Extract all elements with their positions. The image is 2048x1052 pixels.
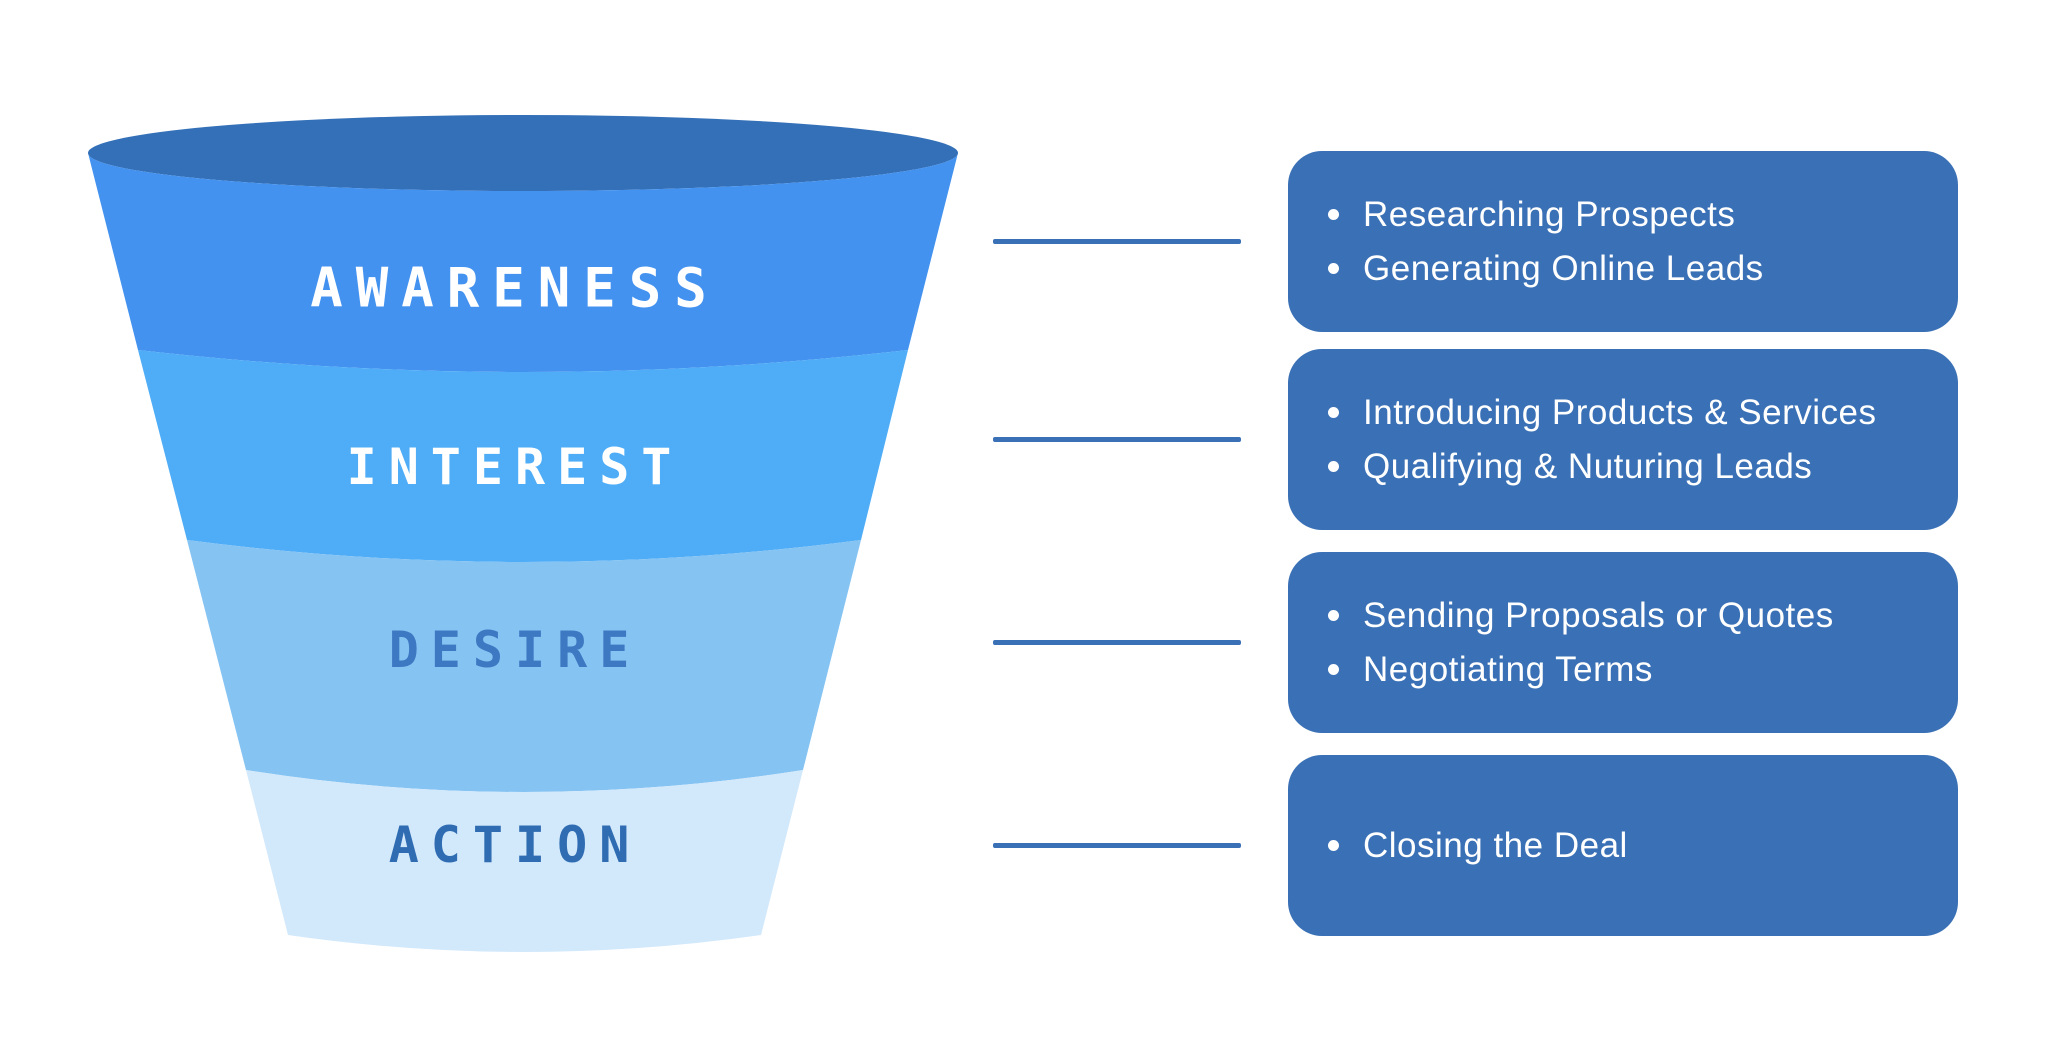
bullet-icon (1328, 840, 1339, 851)
list-item: Introducing Products & Services (1328, 386, 1958, 440)
bullet-icon (1328, 610, 1339, 621)
card-action: Closing the Deal (1288, 755, 1958, 936)
funnel-rim-ellipse (88, 115, 958, 191)
funnel-graphic (88, 115, 958, 952)
bullet-icon (1328, 209, 1339, 220)
list-item: Qualifying & Nuturing Leads (1328, 440, 1958, 494)
bullet-icon (1328, 407, 1339, 418)
card-item-text: Introducing Products & Services (1363, 392, 1877, 432)
connector-line-desire (993, 640, 1241, 645)
funnel-band-awareness (88, 153, 958, 372)
card-item-text: Generating Online Leads (1363, 248, 1764, 288)
funnel-band-desire (187, 540, 861, 792)
list-item: Negotiating Terms (1328, 643, 1958, 697)
card-item-text: Closing the Deal (1363, 825, 1628, 865)
connector-line-interest (993, 437, 1241, 442)
funnel-label-action: ACTION (388, 816, 642, 874)
list-item: Closing the Deal (1328, 819, 1958, 873)
connector-line-awareness (993, 239, 1241, 244)
funnel-label-awareness: AWARENESS (310, 256, 720, 320)
card-item-text: Negotiating Terms (1363, 649, 1653, 689)
bullet-icon (1328, 263, 1339, 274)
funnel-band-action (246, 770, 803, 952)
card-item-text: Researching Prospects (1363, 194, 1736, 234)
funnel-label-desire: DESIRE (388, 621, 642, 679)
card-item-text: Qualifying & Nuturing Leads (1363, 446, 1813, 486)
bullet-icon (1328, 664, 1339, 675)
list-item: Sending Proposals or Quotes (1328, 589, 1958, 643)
bullet-icon (1328, 461, 1339, 472)
card-awareness: Researching Prospects Generating Online … (1288, 151, 1958, 332)
card-item-text: Sending Proposals or Quotes (1363, 595, 1834, 635)
list-item: Researching Prospects (1328, 188, 1958, 242)
list-item: Generating Online Leads (1328, 242, 1958, 296)
funnel-label-interest: INTEREST (346, 438, 684, 496)
funnel-band-interest (138, 350, 908, 562)
card-interest: Introducing Products & Services Qualifyi… (1288, 349, 1958, 530)
connector-line-action (993, 843, 1241, 848)
card-desire: Sending Proposals or Quotes Negotiating … (1288, 552, 1958, 733)
